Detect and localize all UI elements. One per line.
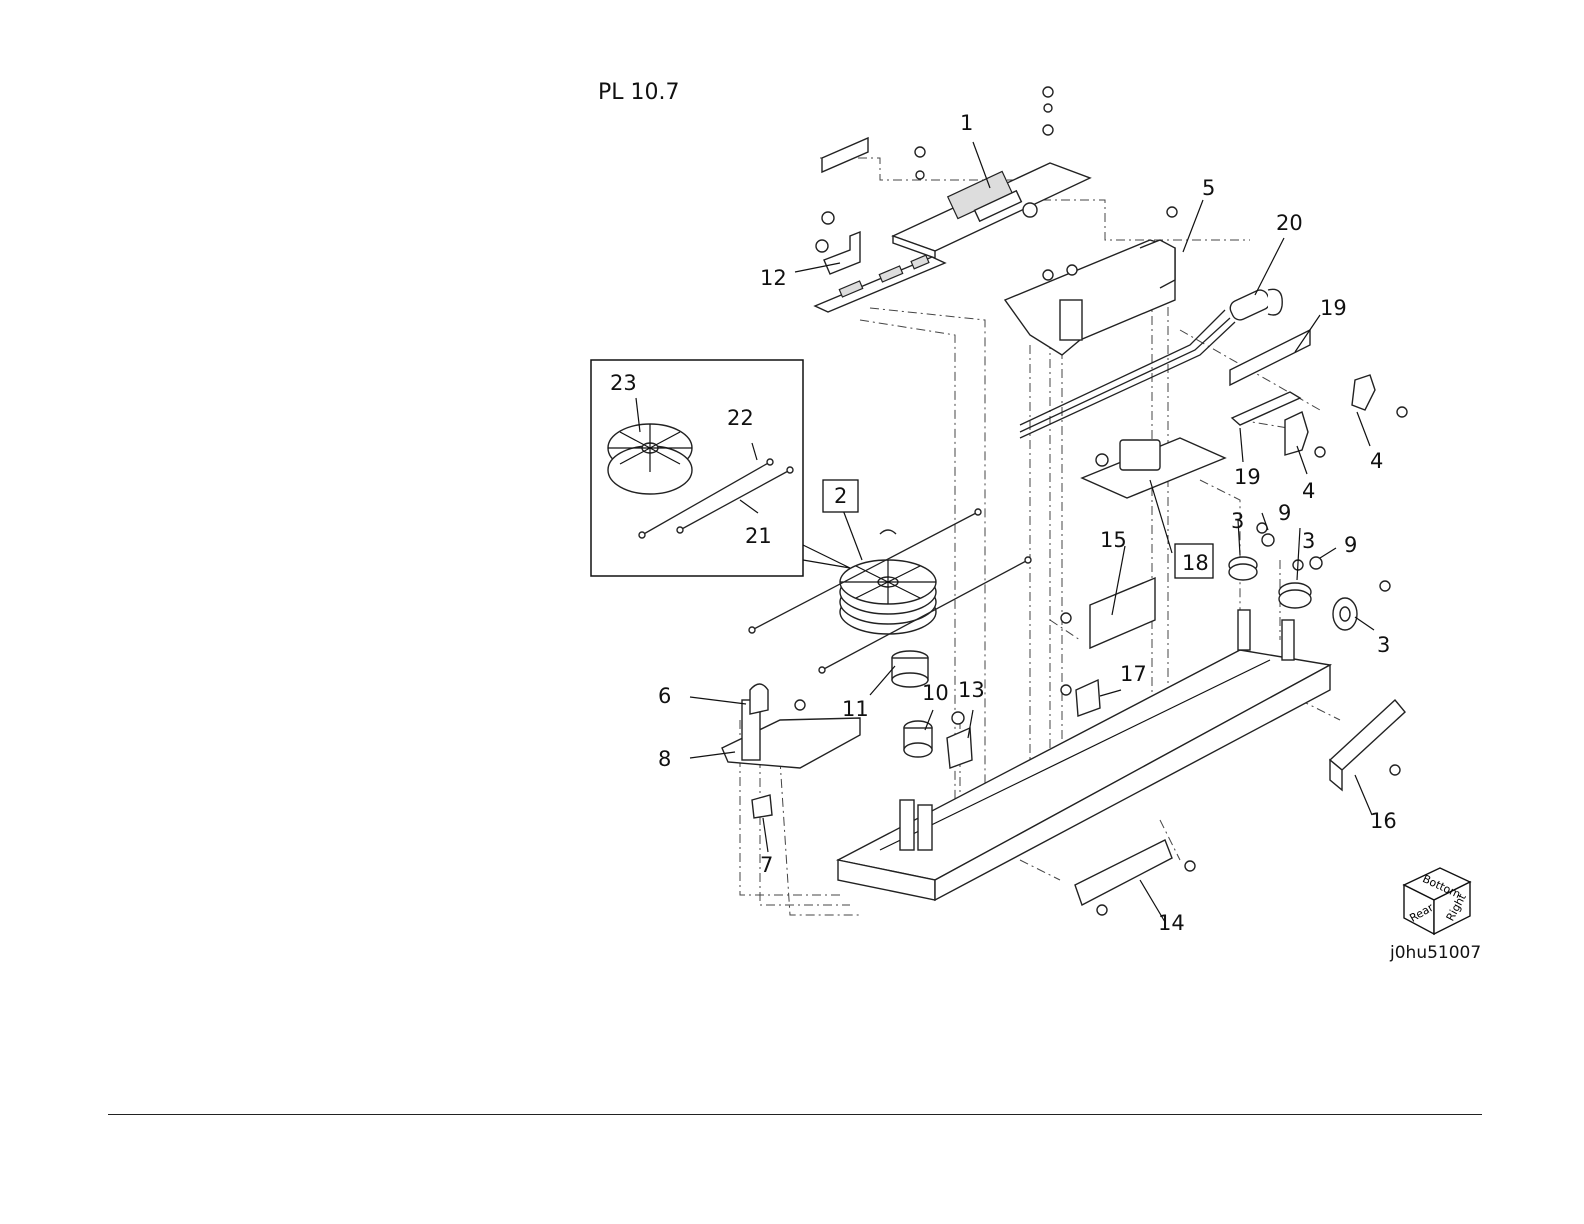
callout-5: 5 — [1202, 176, 1215, 200]
bracket-7 — [752, 795, 772, 818]
bracket-8 — [722, 700, 860, 768]
callout-9b: 9 — [1344, 533, 1357, 557]
callout-4a: 4 — [1370, 449, 1383, 473]
callout-12: 12 — [760, 266, 787, 290]
callout-14: 14 — [1158, 911, 1185, 935]
callout-3a: 3 — [1231, 509, 1244, 533]
bracket-6 — [750, 684, 768, 714]
callout-22: 22 — [727, 406, 754, 430]
callout-19b: 19 — [1234, 465, 1261, 489]
spool-10 — [904, 721, 932, 757]
callout-10: 10 — [922, 681, 949, 705]
bracket-14 — [1075, 840, 1195, 915]
guide-15 — [1090, 578, 1155, 648]
pcb-18 — [1082, 438, 1225, 498]
pulley-3-b — [1279, 583, 1311, 608]
callout-8: 8 — [658, 747, 671, 771]
clip-17 — [1076, 680, 1100, 716]
label-strip — [822, 138, 868, 172]
callout-16: 16 — [1370, 809, 1397, 833]
bracket-4-upper — [1352, 375, 1407, 417]
bracket-4-lower — [1285, 412, 1325, 457]
callout-21: 21 — [745, 524, 772, 548]
callout-19a: 19 — [1320, 296, 1347, 320]
cover-16 — [1330, 700, 1405, 790]
bolt-9-b — [1310, 557, 1322, 569]
callout-11: 11 — [842, 697, 869, 721]
bracket-13 — [947, 712, 972, 768]
drive-pulley-2 — [840, 530, 936, 634]
figure-id: j0hu51007 — [1390, 943, 1481, 963]
callout-3b: 3 — [1302, 529, 1315, 553]
callout-15: 15 — [1100, 528, 1127, 552]
inset-pulley-23 — [608, 424, 692, 494]
callout-3c: 3 — [1377, 633, 1390, 657]
orientation-cube: Bottom Right Rear — [1404, 868, 1470, 934]
bracket-12 — [816, 212, 860, 274]
footer-rule — [108, 1114, 1482, 1115]
callout-1: 1 — [960, 111, 973, 135]
rail-19-upper — [1230, 330, 1310, 385]
callout-17: 17 — [1120, 662, 1147, 686]
bolt-9-a — [1262, 534, 1274, 546]
bracket-5 — [1005, 240, 1175, 355]
callout-2: 2 — [834, 484, 847, 508]
callout-7: 7 — [760, 853, 773, 877]
pulley-3-c — [1333, 598, 1357, 630]
callout-18: 18 — [1182, 551, 1209, 575]
callout-9a: 9 — [1278, 501, 1291, 525]
callout-13: 13 — [958, 678, 985, 702]
pulley-3-a — [1229, 557, 1257, 580]
callout-23: 23 — [610, 371, 637, 395]
callout-6: 6 — [658, 684, 671, 708]
callout-4b: 4 — [1302, 479, 1315, 503]
callout-20: 20 — [1276, 211, 1303, 235]
